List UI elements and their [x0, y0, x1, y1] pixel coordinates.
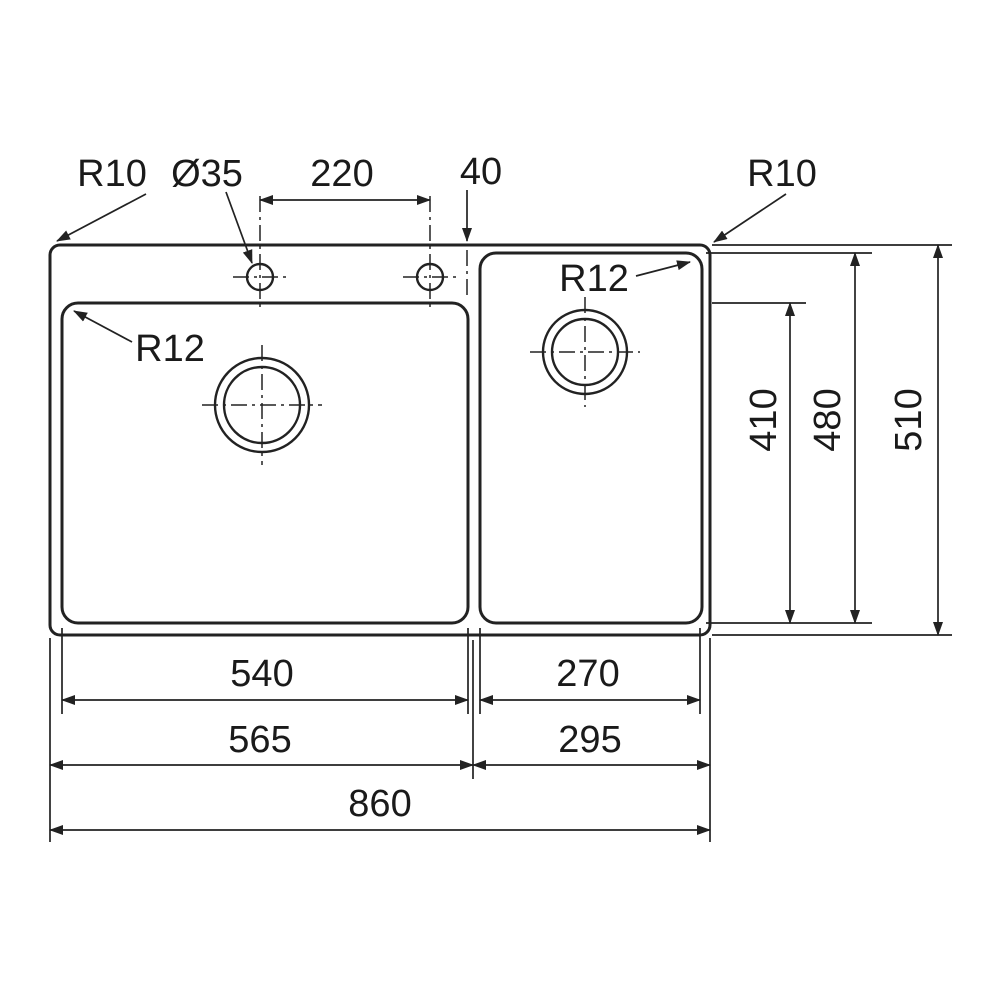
label-r12-large: R12 [135, 328, 205, 370]
label-hole-diameter: Ø35 [171, 153, 243, 195]
label-small-bowl-width: 270 [556, 653, 619, 695]
leader-r10-right [713, 193, 787, 243]
dimension-lines [49, 195, 952, 842]
large-bowl-outline [60, 301, 470, 625]
small-bowl-drain-outer [541, 308, 629, 396]
label-overall-depth: 510 [888, 388, 930, 451]
label-hole-spacing: 220 [310, 153, 373, 195]
label-hole-offset: 40 [460, 151, 502, 193]
sink-outline [48, 243, 712, 637]
label-overall-width: 860 [348, 783, 411, 825]
sink-body [48, 243, 712, 637]
label-r10-left: R10 [77, 153, 147, 195]
label-small-section-width: 295 [558, 719, 621, 761]
leader-hole-diameter [225, 191, 253, 264]
dimension-labels: R10 Ø35 220 40 R10 R12 R12 410 480 510 5… [77, 151, 930, 825]
label-small-bowl-depth: 480 [807, 388, 849, 451]
leader-lines [56, 190, 787, 343]
label-large-bowl-width: 540 [230, 653, 293, 695]
small-bowl-outline [478, 251, 704, 625]
label-large-bowl-depth: 410 [743, 388, 785, 451]
centerlines [202, 196, 640, 465]
label-large-section-width: 565 [228, 719, 291, 761]
leader-r10-left [56, 193, 147, 242]
leader-r12-large [73, 310, 133, 343]
label-r12-small: R12 [559, 258, 629, 300]
label-r10-right: R10 [747, 153, 817, 195]
leader-r12-small [635, 260, 691, 277]
